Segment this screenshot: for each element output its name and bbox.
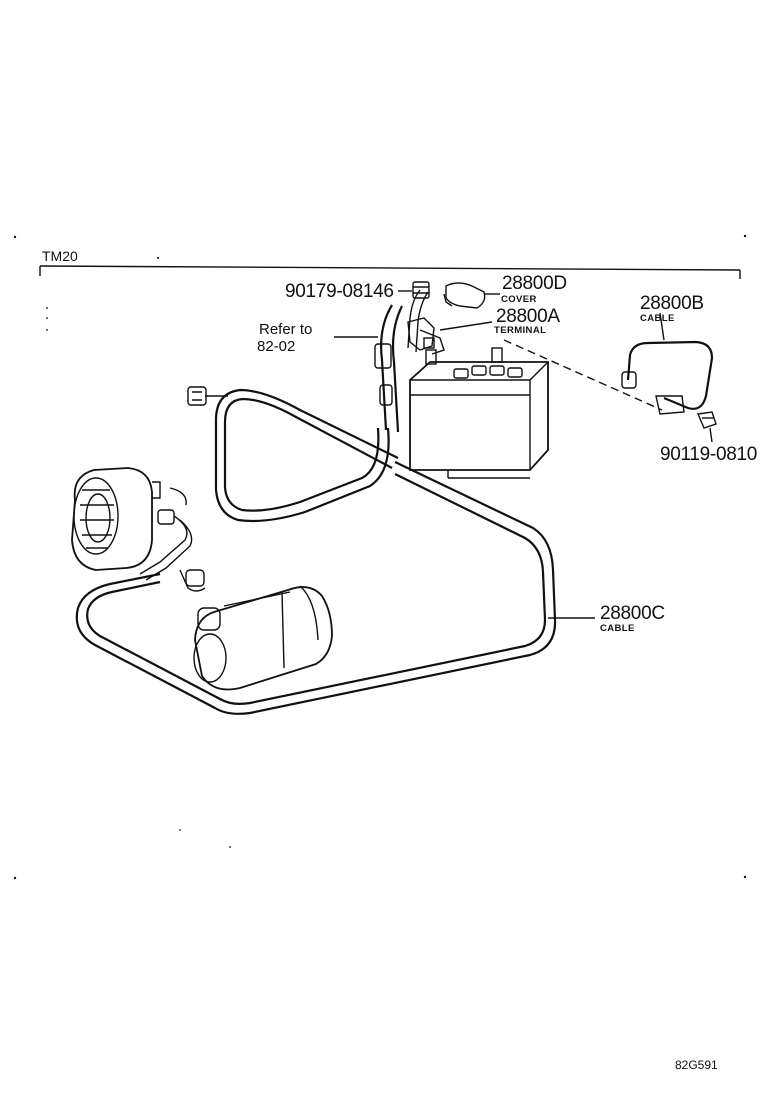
part-name-cable-b: CABLE [640,313,675,324]
scan-specks [13,234,747,880]
starter-motor [179,569,333,691]
reference-line-2: 82-02 [257,338,295,355]
harness-vertical [374,289,429,433]
part-name-terminal: TERMINAL [494,325,546,336]
model-label: TM20 [42,248,78,264]
leader-lines [334,336,595,619]
reference-line-1: Refer to [259,321,312,338]
bolt-top [398,281,430,299]
battery-terminal [407,317,493,355]
part-number-cover: 28800D [502,273,567,294]
alternator [71,467,193,581]
bolt-right [696,411,717,443]
part-number-bolt-top: 90179-08146 [285,281,394,302]
part-number-terminal: 28800A [496,306,560,327]
part-number-bolt-right: 90119-0810 [660,444,757,465]
header-frame [39,265,741,279]
part-name-cover: COVER [501,294,537,305]
dashed-guide [503,339,663,411]
footer-code: 82G591 [675,1058,718,1072]
part-name-cable-c: CABLE [600,623,635,634]
part-number-cable-b: 28800B [640,293,704,314]
harness-loop [187,386,399,523]
terminal-cover [443,282,500,309]
cable-b [621,312,714,415]
cable-c-loop [75,461,557,715]
battery [409,347,549,479]
part-number-cable-c: 28800C [600,603,665,624]
